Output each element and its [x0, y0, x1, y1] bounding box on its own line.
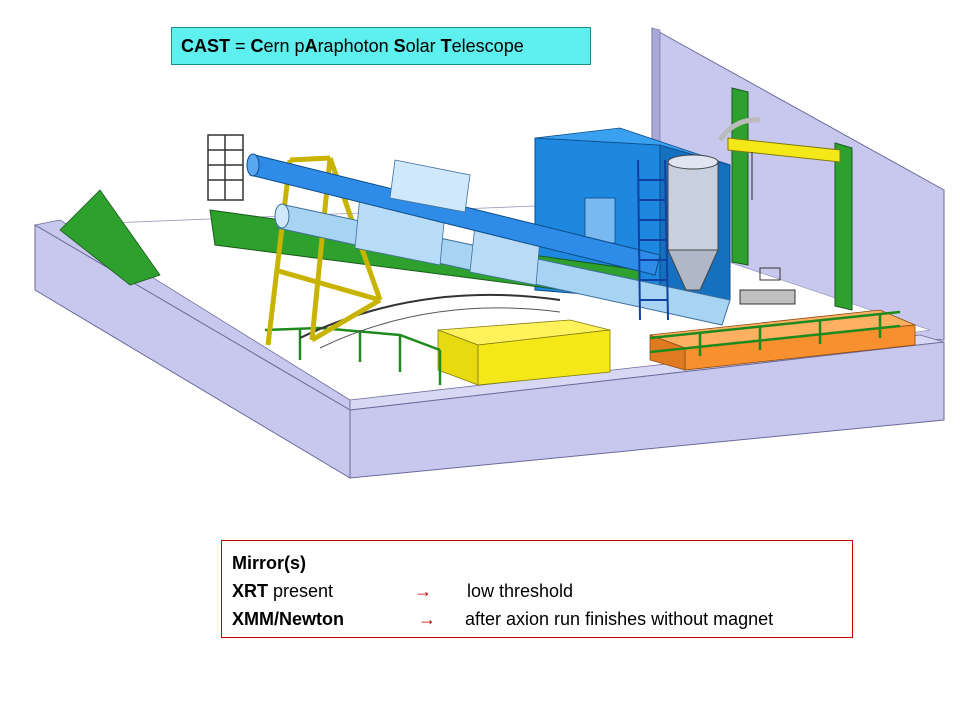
note-value-xmm: after axion run finishes without magnet [465, 609, 774, 629]
note-value-xrt: low threshold [467, 581, 574, 601]
note-row-xrt: XRT present → low threshold [232, 577, 852, 605]
arrow-icon: → [418, 609, 436, 629]
green-ramp [59, 189, 161, 286]
dewar [667, 154, 719, 291]
yellow-crane-beam [727, 137, 841, 163]
magnet-end-left [274, 203, 290, 229]
title-cap-4: T [440, 35, 452, 56]
note-key-xmm: XMM/Newton [232, 609, 344, 629]
title-cap-3: S [393, 35, 406, 56]
green-post-2 [834, 142, 853, 311]
notes-heading-text: Mirror(s) [232, 553, 307, 573]
title-text: CAST = Cern pAraphoton Solar Telescope [181, 36, 524, 57]
title-rest-4: elescope [451, 35, 524, 56]
note-row-xmm: XMM/Newton → after axion run finishes wi… [232, 605, 852, 633]
title-rest-2: raphoton [317, 35, 394, 56]
title-cap-2: A [304, 35, 318, 56]
title-rest-1: p [294, 35, 305, 56]
notes-box: Mirror(s) XRT present → low threshold XM… [221, 540, 853, 638]
arrow-icon: → [414, 581, 432, 601]
blue-cabin-top [534, 127, 731, 166]
floor-rail-inner [319, 307, 561, 349]
ladder [637, 159, 669, 321]
note-rest-xrt: present [268, 581, 334, 601]
front-wall-face [349, 341, 945, 479]
title-prefix: CAST [181, 35, 230, 56]
title-eq: = [230, 35, 251, 56]
yellow-platform-side [477, 329, 611, 386]
end-equipment [739, 267, 796, 305]
blue-tube [246, 153, 661, 276]
floor-rail [299, 293, 561, 339]
title-rest-3: olar [405, 35, 441, 56]
title-cap-0: C [250, 35, 264, 56]
note-key-xrt: XRT [232, 581, 268, 601]
green-post-1 [731, 87, 749, 266]
left-cage [207, 134, 244, 201]
title-rest-0: ern [263, 35, 295, 56]
cabin-door [584, 197, 616, 244]
notes-heading: Mirror(s) [232, 549, 852, 577]
cabin-pipe [717, 117, 761, 142]
title-box: CAST = Cern pAraphoton Solar Telescope [171, 27, 591, 65]
